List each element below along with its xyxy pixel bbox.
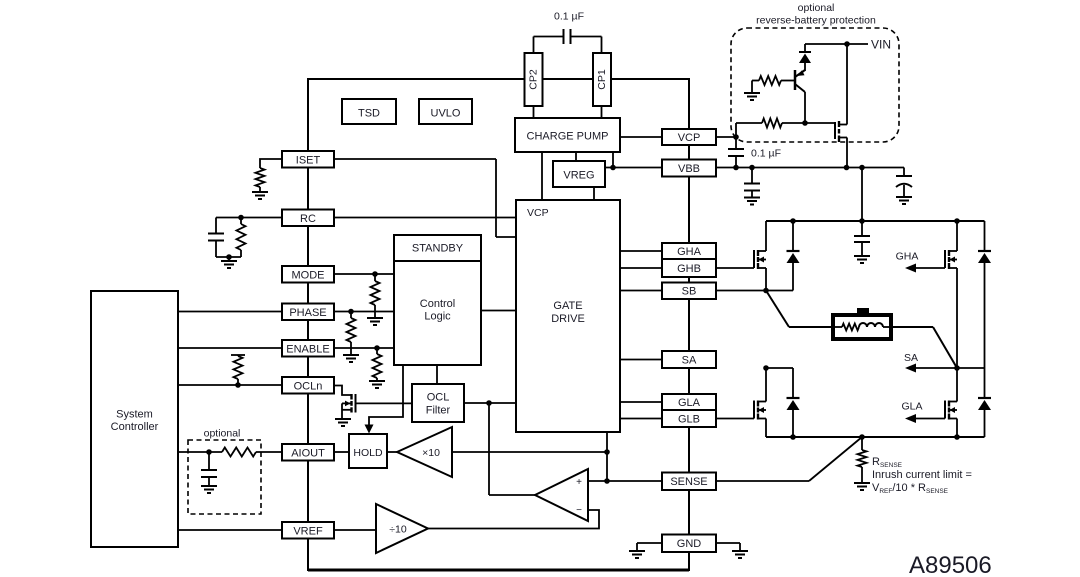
svg-text:VREG: VREG: [563, 170, 594, 182]
svg-text:optional: optional: [204, 428, 241, 440]
svg-text:SA: SA: [682, 354, 697, 366]
svg-text:DRIVE: DRIVE: [551, 313, 585, 325]
svg-text:CP2: CP2: [527, 69, 539, 90]
svg-text:reverse-battery protection: reverse-battery protection: [756, 15, 876, 27]
svg-text:SENSE: SENSE: [670, 476, 707, 488]
svg-text:Logic: Logic: [424, 311, 451, 323]
svg-text:GND: GND: [677, 538, 702, 550]
svg-text:CHARGE PUMP: CHARGE PUMP: [527, 131, 609, 143]
svg-text:UVLO: UVLO: [431, 108, 461, 120]
svg-text:OCL: OCL: [427, 392, 450, 404]
svg-text:Controller: Controller: [111, 421, 159, 433]
svg-text:System: System: [116, 409, 153, 421]
svg-text:SB: SB: [682, 286, 697, 298]
svg-text:−: −: [576, 505, 582, 516]
svg-text:TSD: TSD: [358, 108, 380, 120]
svg-text:GATE: GATE: [553, 300, 582, 312]
svg-text:GHA: GHA: [896, 251, 919, 263]
svg-text:GHB: GHB: [677, 263, 701, 275]
svg-text:SA: SA: [904, 352, 918, 364]
svg-text:HOLD: HOLD: [353, 447, 383, 459]
svg-text:+: +: [576, 477, 582, 488]
svg-text:GLA: GLA: [901, 401, 922, 413]
svg-text:VIN: VIN: [871, 38, 891, 52]
svg-text:GHA: GHA: [677, 246, 702, 258]
svg-text:0.1 µF: 0.1 µF: [554, 11, 584, 23]
svg-text:RC: RC: [300, 213, 316, 225]
svg-text:VCP: VCP: [678, 132, 701, 144]
svg-text:MODE: MODE: [292, 269, 325, 281]
svg-text:0.1 µF: 0.1 µF: [751, 148, 781, 160]
svg-text:Control: Control: [420, 298, 455, 310]
svg-text:Inrush current limit =: Inrush current limit =: [872, 469, 972, 481]
svg-text:Filter: Filter: [426, 405, 451, 417]
svg-text:VBB: VBB: [678, 163, 700, 175]
svg-text:÷10: ÷10: [389, 524, 407, 536]
svg-text:GLA: GLA: [678, 397, 701, 409]
svg-text:PHASE: PHASE: [289, 307, 326, 319]
svg-text:optional: optional: [798, 2, 835, 14]
svg-text:AIOUT: AIOUT: [291, 447, 325, 459]
svg-text:CP1: CP1: [596, 69, 608, 90]
svg-text:A89506: A89506: [909, 552, 992, 577]
svg-text:OCLn: OCLn: [294, 380, 323, 392]
svg-text:VCP: VCP: [527, 207, 549, 219]
svg-text:VREF: VREF: [293, 525, 323, 537]
svg-text:ENABLE: ENABLE: [286, 343, 329, 355]
svg-text:ISET: ISET: [296, 154, 321, 166]
svg-text:×10: ×10: [422, 447, 440, 459]
svg-text:GLB: GLB: [678, 413, 700, 425]
svg-text:STANDBY: STANDBY: [412, 243, 464, 255]
